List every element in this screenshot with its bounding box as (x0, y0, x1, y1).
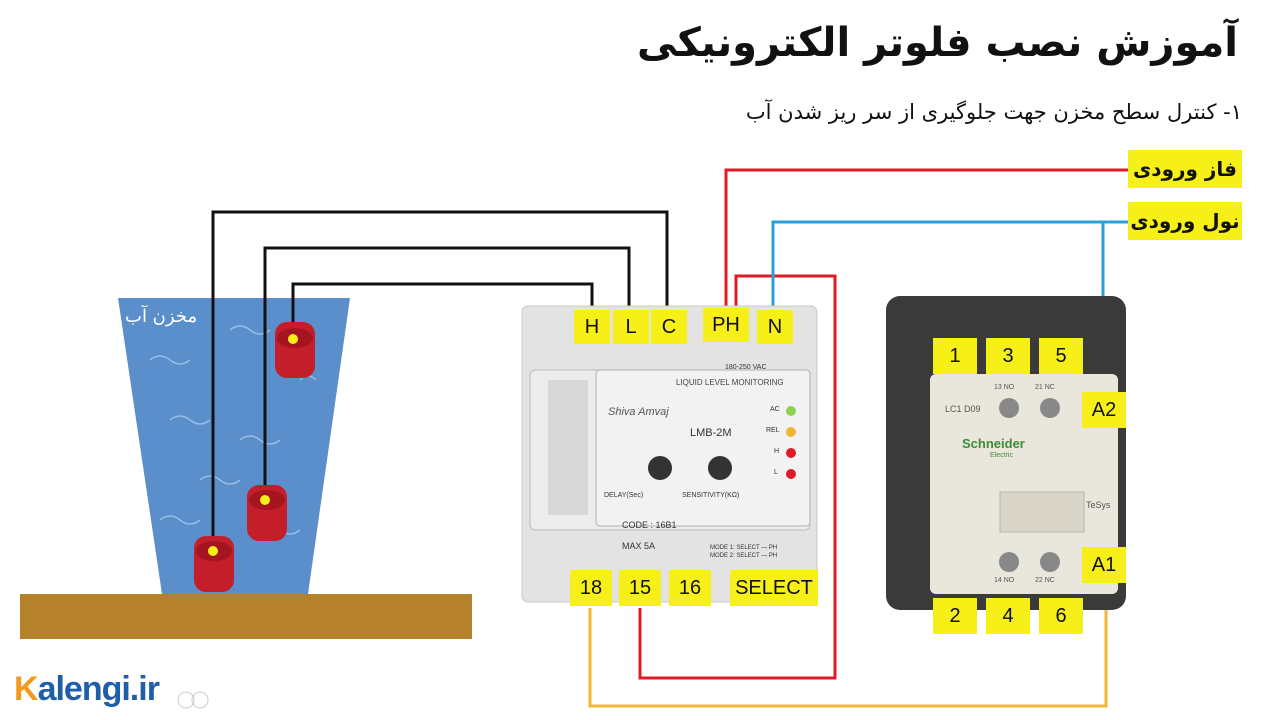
contactor-terminal-4: 4 (986, 598, 1030, 634)
led-l-label: L (774, 469, 778, 476)
relay-terminal-16: 16 (669, 570, 711, 606)
mode-line-2: MODE 2: SELECT — PH (710, 553, 778, 559)
sensitivity-knob (708, 456, 732, 480)
probe-low (247, 485, 287, 541)
contactor-coil-a1: A1 (1082, 547, 1126, 583)
relay-terminal-h: H (574, 310, 610, 344)
contactor-terminal-1: 1 (933, 338, 977, 374)
relay-terminal-ph: PH (703, 308, 749, 342)
relay-voltage: 180-250 VAC (725, 364, 767, 371)
led-rel (786, 427, 796, 437)
led-rel-label: REL (766, 427, 780, 434)
relay-brand: Shiva Amvaj (608, 406, 669, 418)
contactor-terminal-2: 2 (933, 598, 977, 634)
logo-text: alengi.ir (37, 670, 160, 708)
relay-terminal-select: SELECT (730, 570, 818, 606)
phase-wires (638, 168, 1128, 680)
aux-13-no: 13 NO (994, 384, 1015, 391)
relay-header-text: LIQUID LEVEL MONITORING (676, 378, 784, 387)
level-relay-body (521, 305, 818, 603)
relay-terminal-n: N (757, 310, 793, 344)
probe-high (275, 322, 315, 378)
aux-22-nc: 22 NC (1035, 577, 1055, 584)
contactor-model: LC1 D09 (945, 404, 981, 414)
delay-knob (648, 456, 672, 480)
page-subtitle: ۱- کنترل سطح مخزن جهت جلوگیری از سر ریز … (745, 100, 1242, 124)
mode-line-1: MODE 1: SELECT — PH (710, 545, 778, 551)
relay-terminal-c: C (651, 310, 687, 344)
delay-label: DELAY(Sec) (604, 492, 644, 499)
ellipsis-dots (177, 691, 209, 709)
sensitivity-label: SENSITIVITY(KΩ) (682, 492, 740, 499)
relay-code: CODE : 16B1 (622, 520, 677, 530)
page-title: آموزش نصب فلوتر الکترونیکی (637, 20, 1238, 66)
control-wire (588, 586, 1108, 708)
led-ac-label: AC (770, 406, 780, 413)
relay-max: MAX 5A (622, 541, 656, 551)
contactor-coil-a2: A2 (1082, 392, 1126, 428)
led-h-label: H (774, 448, 780, 455)
led-ac (786, 406, 796, 416)
aux-14-no: 14 NO (994, 577, 1015, 584)
probe-common (194, 536, 234, 592)
contactor-terminal-6: 6 (1039, 598, 1083, 634)
contactor-terminal-5: 5 (1039, 338, 1083, 374)
logo-k: K (14, 670, 39, 708)
contactor-series: TeSys (1086, 500, 1111, 510)
led-h (786, 448, 796, 458)
relay-terminal-l: L (613, 310, 649, 344)
tank-label: مخزن آب (125, 306, 198, 327)
relay-terminal-18: 18 (570, 570, 612, 606)
contactor-body (886, 296, 1126, 610)
ground-slab (20, 594, 472, 639)
contactor-brand: Schneider (962, 436, 1025, 451)
relay-model: LMB-2M (690, 427, 732, 439)
led-l (786, 469, 796, 479)
kalengi-logo: Kalengi.ir (14, 670, 160, 709)
aux-21-nc: 21 NC (1035, 384, 1055, 391)
contactor-brand-sub: Electric (990, 452, 1013, 459)
phase-input-label: فاز ورودی (1128, 150, 1242, 188)
neutral-input-label: نول ورودی (1128, 202, 1242, 240)
probe-wires (211, 210, 669, 540)
relay-terminal-15: 15 (619, 570, 661, 606)
contactor-terminal-3: 3 (986, 338, 1030, 374)
